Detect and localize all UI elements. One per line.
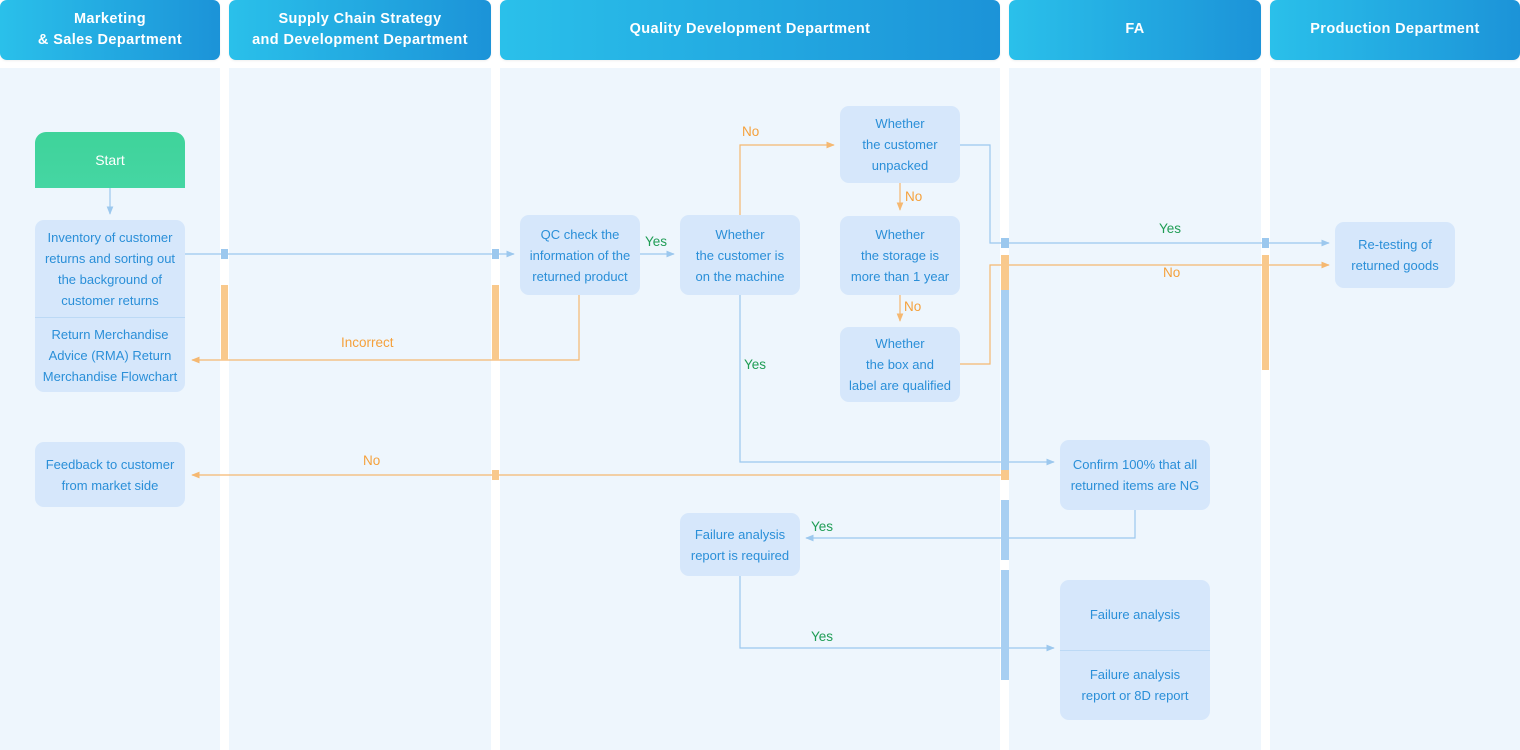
node-feedback-to-customer[interactable]: Feedback to customer from market side [35,442,185,507]
node-label-line2: the box and [866,357,934,372]
node-label-line4: customer returns [61,292,159,308]
edge-label-machine-yes: Yes [744,357,767,372]
lane-title-line2: & Sales Department [37,32,183,48]
node-label-line3: more than 1 year [850,269,950,284]
crossing-marker [492,285,499,360]
node-whether-storage-more-than-1-year[interactable]: Whether the storage is more than 1 year [840,216,960,295]
node-whether-box-and-label-qualified[interactable]: Whether the box and label are qualified [840,327,960,402]
crossing-marker [1001,255,1009,290]
edge-label-incorrect: Incorrect [341,335,394,350]
node-label-line3: the background of [57,271,163,287]
node-label-line2: the storage is [860,248,940,263]
edge-label-unpacked-no: No [905,189,923,204]
crossing-marker [1262,255,1269,370]
node-label-line2: the customer [862,137,938,152]
node-label-line3: label are qualified [849,378,951,393]
crossing-marker [1001,570,1009,680]
node-label-line1: Whether [875,227,925,242]
node-label-line1: Failure analysis [1089,667,1181,683]
edge-label-machine-no: No [742,124,760,139]
crossing-marker [1262,238,1269,248]
crossing-marker [1001,290,1009,475]
node-label-line1: Whether [715,226,765,242]
node-label-line1: QC check the [540,226,620,242]
edge-label-qc-yes: Yes [645,234,668,249]
crossing-marker [221,285,228,360]
crossing-marker [1001,238,1009,248]
node-retesting-returned-goods[interactable]: Re-testing of returned goods [1335,222,1455,288]
node-label-line1: Inventory of customer [47,229,173,245]
lane-header-marketing: Marketing & Sales Department [0,0,220,60]
node-label-line1: Confirm 100% that all [1072,457,1198,472]
node-start[interactable]: Start [35,132,185,188]
node-label-line3: Merchandise Flowchart [42,368,178,384]
lane-title-line1: Production Department [1310,21,1480,38]
node-label-line2: the customer is [695,247,785,263]
node-label-line3: on the machine [695,268,785,284]
node-label-line2: returns and sorting out [44,250,176,266]
node-label-line1: Re-testing of [1358,237,1432,252]
lane-body-production [1270,68,1520,750]
divider [1060,649,1210,651]
lane-header-quality: Quality Development Department [500,0,1000,60]
crossing-marker [492,470,499,480]
node-confirm-100-percent-ng[interactable]: Confirm 100% that all returned items are… [1060,440,1210,510]
node-label-line3: returned product [532,268,628,284]
node-label-line2: report is required [690,547,790,563]
edge-label-storage-no: No [904,299,922,314]
crossing-marker [221,249,228,259]
node-label-line3: unpacked [871,158,929,173]
lane-title-line2: and Development Department [252,32,468,48]
node-label-line2: report or 8D report [1081,688,1189,704]
lane-header-fa: FA [1009,0,1261,60]
node-label-line1: Return Merchandise [51,326,169,342]
lane-title-line1: Marketing [73,10,147,27]
edge-label-feedback-no: No [363,453,381,468]
lane-title-line1: Supply Chain Strategy [278,10,442,27]
edge-label-far-yes: Yes [811,519,834,534]
crossing-marker [1001,500,1009,560]
crossing-marker [492,249,499,259]
node-whether-customer-unpacked[interactable]: Whether the customer unpacked [840,106,960,183]
lane-header-production: Production Department [1270,0,1520,60]
crossing-marker [1001,470,1009,480]
node-label: Start [95,151,125,168]
node-label-line1: Failure analysis [1089,607,1181,623]
node-label-line2: from market side [61,477,159,493]
node-whether-customer-on-machine[interactable]: Whether the customer is on the machine [680,215,800,295]
edge-label-retest-yes: Yes [1159,221,1182,236]
lane-title-line1: FA [1125,21,1145,38]
node-failure-analysis-report[interactable]: Failure analysis report or 8D report [1060,651,1210,721]
node-label-line2: Advice (RMA) Return [48,347,172,363]
node-label-line2: returned goods [1351,258,1439,273]
node-inventory[interactable]: Inventory of customer returns and sortin… [35,220,185,317]
node-failure-analysis-group[interactable]: Failure analysis Failure analysis report… [1060,580,1210,720]
node-failure-analysis-report-required[interactable]: Failure analysis report is required [680,513,800,576]
node-label-line2: returned items are NG [1070,478,1200,493]
divider [35,317,185,319]
edge-label-fa-yes: Yes [811,629,834,644]
node-qc-check[interactable]: QC check the information of the returned… [520,215,640,295]
node-failure-analysis[interactable]: Failure analysis [1060,580,1210,650]
node-label-line1: Whether [875,116,925,131]
lane-body-supply-chain [229,68,491,750]
node-label-line1: Whether [875,336,925,351]
node-label-line1: Feedback to customer [45,456,175,472]
lane-header-supply-chain: Supply Chain Strategy and Development De… [229,0,491,60]
node-inventory-rma-group[interactable]: Inventory of customer returns and sortin… [35,220,185,392]
node-label-line1: Failure analysis [694,526,786,542]
lane-title-line1: Quality Development Department [629,21,871,38]
node-label-line2: information of the [529,247,631,263]
node-rma[interactable]: Return Merchandise Advice (RMA) Return M… [35,318,185,392]
edge-label-retest-no: No [1163,265,1181,280]
